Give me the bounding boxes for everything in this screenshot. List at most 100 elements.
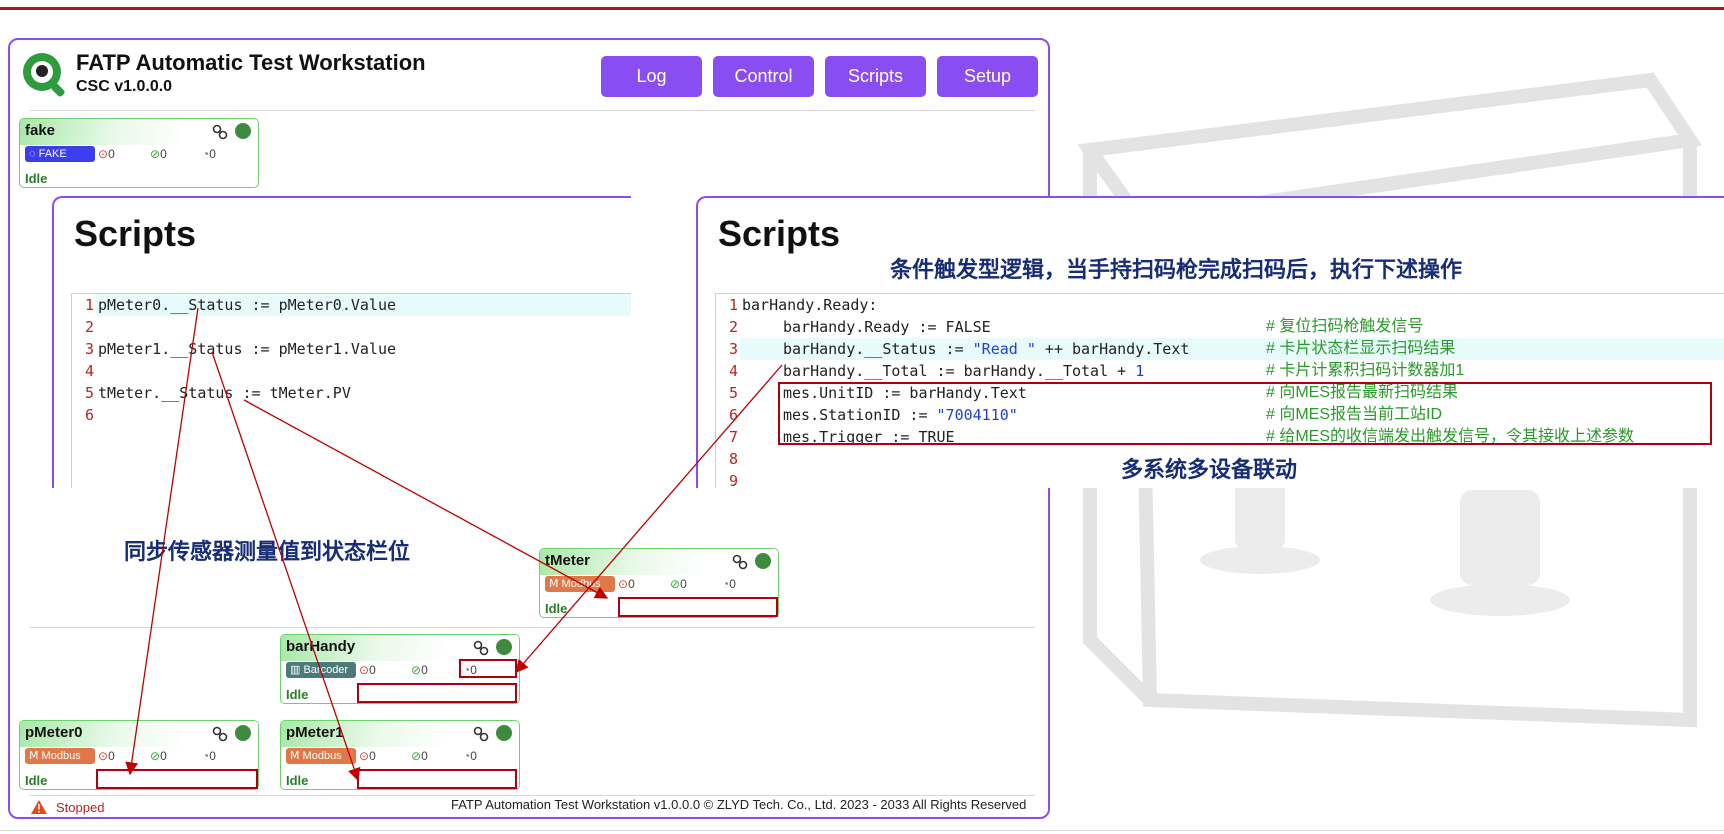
device-state: Idle [25, 171, 48, 186]
top-rule [0, 7, 1724, 10]
device-name: barHandy [286, 638, 356, 655]
modbus-icon: Ⅿ [29, 750, 42, 762]
lower-divider [30, 627, 1035, 628]
run-status: Stopped [56, 800, 105, 815]
error-icon: ⊙ [98, 147, 109, 161]
error-count: ⊙0 [98, 147, 115, 161]
device-name: tMeter [545, 552, 591, 569]
link-icon[interactable] [473, 726, 489, 742]
current-line-highlight [96, 294, 631, 316]
device-type-badge: ▥ Barcoder [286, 662, 356, 678]
time-count: ◔0 [463, 663, 477, 677]
device-type-badge: Ⅿ Modbus [25, 748, 95, 764]
code-line: barHandy.Ready := FALSE [783, 318, 991, 336]
status-dot-icon [235, 725, 251, 741]
error-count: ⊙0 [98, 749, 115, 763]
status-dot-icon [755, 553, 771, 569]
device-name: fake [25, 122, 56, 139]
ok-count: ⊘0 [411, 663, 428, 677]
ok-count: ⊘0 [411, 749, 428, 763]
code-line: pMeter1.__Status := pMeter1.Value [98, 340, 397, 358]
code-comment: # 向MES报告当前工站ID [1266, 406, 1443, 423]
copyright-footer: FATP Automation Test Workstation v1.0.0.… [451, 797, 1027, 812]
app-version: CSC v1.0.0.0 [76, 78, 173, 95]
link-icon[interactable] [212, 124, 228, 140]
current-line-highlight [740, 338, 1724, 360]
annotation-multi: 多系统多设备联动 [1121, 457, 1298, 482]
clock-icon: ◔ [463, 663, 471, 677]
barhandy-status-box [357, 683, 517, 703]
control-button[interactable]: Control [713, 56, 814, 97]
status-dot-icon [496, 639, 512, 655]
tmeter-status-box [618, 597, 778, 617]
code-line: barHandy.Ready: [742, 296, 878, 314]
code-comment: # 向MES报告最新扫码结果 [1266, 384, 1459, 401]
device-state: Idle [25, 773, 48, 788]
script-editor-left[interactable]: 1 pMeter0.__Status := pMeter0.Value 2 3 … [71, 293, 631, 488]
mes-highlight-box [778, 382, 1712, 445]
ok-count: ⊘0 [670, 577, 687, 591]
code-line: barHandy.__Status := "Read " ++ barHandy… [783, 340, 1190, 358]
time-count: ◔0 [202, 749, 216, 763]
ok-count: ⊘0 [150, 147, 167, 161]
device-type-badge: ◌ FAKE [25, 146, 95, 162]
code-comment: # 复位扫码枪触发信号 [1266, 318, 1424, 335]
log-button[interactable]: Log [601, 56, 702, 97]
check-icon: ⊘ [411, 749, 422, 763]
device-state: Idle [545, 601, 568, 616]
code-line: tMeter.__Status := tMeter.PV [98, 384, 351, 402]
time-count: ◔0 [202, 147, 216, 161]
scripts-panel-left: Scripts 1 pMeter0.__Status := pMeter0.Va… [52, 196, 631, 488]
footer-divider [30, 795, 1035, 796]
ok-count: ⊘0 [150, 749, 167, 763]
panel-title: Scripts [74, 213, 197, 254]
modbus-icon: Ⅿ [290, 750, 303, 762]
time-count: ◔0 [463, 749, 477, 763]
device-type-badge: Ⅿ Modbus [545, 576, 615, 592]
link-icon[interactable] [473, 640, 489, 656]
bottom-rule [0, 830, 1724, 831]
status-dot-icon [496, 725, 512, 741]
device-state: Idle [286, 687, 309, 702]
script-editor-right[interactable]: 1 barHandy.Ready: 2 barHandy.Ready := FA… [715, 293, 1724, 488]
warning-icon [31, 800, 47, 814]
error-count: ⊙0 [359, 749, 376, 763]
app-title: FATP Automatic Test Workstation [76, 50, 426, 75]
app-logo [23, 53, 65, 97]
device-type-badge: Ⅿ Modbus [286, 748, 356, 764]
check-icon: ⊘ [150, 147, 161, 161]
device-state: Idle [286, 773, 309, 788]
error-icon: ⊙ [359, 663, 370, 677]
scripts-button[interactable]: Scripts [825, 56, 926, 97]
error-icon: ⊙ [98, 749, 109, 763]
code-line: pMeter0.__Status := pMeter0.Value [98, 296, 397, 314]
header-divider [30, 110, 1035, 111]
check-icon: ⊘ [670, 577, 681, 591]
code-comment: # 给MES的收信端发出触发信号，令其接收上述参数 [1266, 428, 1635, 445]
clock-icon: ◔ [463, 749, 471, 763]
pmeter1-status-box [357, 769, 517, 789]
error-count: ⊙0 [359, 663, 376, 677]
error-icon: ⊙ [618, 577, 629, 591]
device-name: pMeter1 [286, 724, 344, 741]
annotation-condition: 条件触发型逻辑，当手持扫码枪完成扫码后，执行下述操作 [890, 257, 1463, 282]
error-icon: ⊙ [359, 749, 370, 763]
code-comment: # 卡片计累积扫码计数器加1 [1266, 362, 1465, 379]
status-dot-icon [235, 123, 251, 139]
code-line: mes.UnitID := barHandy.Text [783, 384, 1027, 402]
link-icon[interactable] [732, 554, 748, 570]
annotation-sync: 同步传感器测量值到状态栏位 [124, 539, 411, 564]
modbus-icon: Ⅿ [549, 578, 562, 590]
barhandy-total-box [459, 659, 517, 678]
code-line: mes.StationID := "7004110" [783, 406, 1018, 424]
radio-icon: ◌ [29, 148, 39, 160]
device-card-fake[interactable]: fake ◌ FAKE ⊙0 ⊘0 ◔0 Idle [19, 118, 259, 188]
link-icon[interactable] [212, 726, 228, 742]
scripts-panel-right: Scripts 1 barHandy.Ready: 2 barHandy.Rea… [696, 196, 1724, 488]
check-icon: ⊘ [411, 663, 422, 677]
code-comment: # 卡片状态栏显示扫码结果 [1266, 340, 1456, 357]
error-count: ⊙0 [618, 577, 635, 591]
setup-button[interactable]: Setup [937, 56, 1038, 97]
barcode-icon: ▥ [290, 664, 304, 676]
clock-icon: ◔ [202, 147, 210, 161]
